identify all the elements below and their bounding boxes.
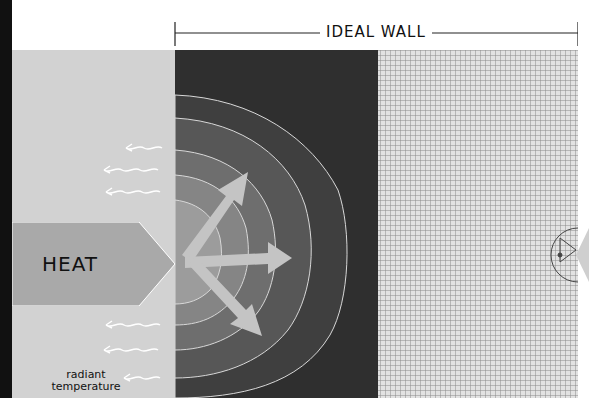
heat-arrow: HEAT bbox=[12, 222, 175, 306]
border-strip bbox=[0, 0, 12, 398]
insulation-layer bbox=[378, 50, 578, 398]
heat-label: HEAT bbox=[42, 252, 98, 276]
dimension-bracket bbox=[175, 22, 578, 46]
heat-flow-arrows bbox=[182, 172, 292, 336]
room-air bbox=[12, 50, 175, 398]
sun-symbol bbox=[551, 228, 578, 282]
wall-title: IDEAL WALL bbox=[320, 25, 432, 41]
heat-rings bbox=[175, 95, 347, 398]
side-tab bbox=[576, 228, 589, 282]
thermal-mass-layer bbox=[175, 50, 378, 398]
radiant-label: radiant temperature bbox=[46, 369, 126, 392]
